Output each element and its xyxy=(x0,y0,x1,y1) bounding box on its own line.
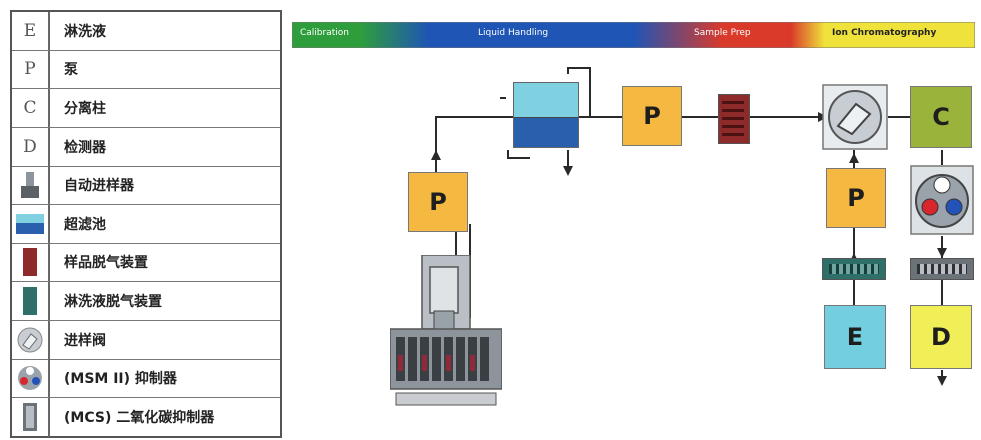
legend-row: 进样阀 xyxy=(12,320,280,360)
legend-label: 进样阀 xyxy=(64,332,106,349)
legend-row: D 检测器 xyxy=(12,127,280,167)
eluent-degasser xyxy=(822,258,886,280)
legend-label: 分离柱 xyxy=(64,101,106,118)
eluent-degasser-stripes xyxy=(829,264,879,274)
sample-degasser-icon xyxy=(23,248,37,277)
header-segment-ion-chromatography: Ion Chromatography xyxy=(832,28,937,38)
legend-label: 检测器 xyxy=(64,139,106,156)
ultrafilter-icon xyxy=(16,213,44,234)
legend-symbol: D xyxy=(12,127,50,166)
co2-suppressor xyxy=(910,258,974,280)
legend-label: 淋洗液脱气装置 xyxy=(64,294,162,311)
autosampler-icon xyxy=(21,172,39,199)
legend-symbol xyxy=(12,243,50,282)
header-segment-sample-prep: Sample Prep xyxy=(694,28,751,38)
legend-row: C 分离柱 xyxy=(12,89,280,128)
legend-row: 自动进样器 xyxy=(12,166,280,206)
injection-valve xyxy=(822,84,888,150)
legend-symbol xyxy=(12,359,50,398)
legend-label: (MCS) 二氧化碳抑制器 xyxy=(64,410,215,427)
legend-row: (MSM II) 抑制器 xyxy=(12,359,280,399)
msm-suppressor-icon xyxy=(18,366,42,391)
pump-top: P xyxy=(622,86,682,146)
autosampler xyxy=(390,255,502,406)
header-segment-liquid-handling: Liquid Handling xyxy=(478,28,549,38)
legend-symbol: P xyxy=(12,50,50,89)
legend-symbol xyxy=(12,166,50,205)
pump-right: P xyxy=(826,168,886,228)
legend-row: 超滤池 xyxy=(12,205,280,244)
co2-suppressor-stripes xyxy=(917,264,967,274)
legend-symbol xyxy=(12,205,50,243)
legend-row: (MCS) 二氧化碳抑制器 xyxy=(12,398,280,437)
header-segment-calibration: Calibration xyxy=(300,28,349,38)
legend-label: 自动进样器 xyxy=(64,178,134,195)
detector: D xyxy=(910,305,972,369)
legend-label: 超滤池 xyxy=(64,216,106,233)
co2-suppressor-icon xyxy=(23,403,37,432)
legend-label: 淋洗液 xyxy=(64,23,106,40)
legend-label: 样品脱气装置 xyxy=(64,255,148,272)
legend-row: 样品脱气装置 xyxy=(12,243,280,283)
legend-symbol: E xyxy=(12,12,50,50)
eluent-container: E xyxy=(824,305,886,369)
msm-suppressor xyxy=(910,165,974,235)
legend-row: E 淋洗液 xyxy=(12,12,280,51)
separation-column: C xyxy=(910,86,972,148)
legend-label: (MSM II) 抑制器 xyxy=(64,371,177,388)
sample-degasser xyxy=(718,94,750,144)
legend-symbol xyxy=(12,320,50,359)
pump-left: P xyxy=(408,172,468,232)
workflow-header-bar xyxy=(292,22,975,48)
degasser-stripes xyxy=(722,101,744,137)
legend-row: 淋洗液脱气装置 xyxy=(12,282,280,321)
eluent-degasser-icon xyxy=(23,287,37,316)
ultrafilter-cell xyxy=(513,82,579,148)
injection-valve-icon xyxy=(17,327,43,353)
legend-label: 泵 xyxy=(64,62,78,79)
legend-symbol xyxy=(12,398,50,437)
ultrafilter-top xyxy=(514,83,578,118)
legend-symbol: C xyxy=(12,89,50,127)
legend-symbol xyxy=(12,282,50,320)
